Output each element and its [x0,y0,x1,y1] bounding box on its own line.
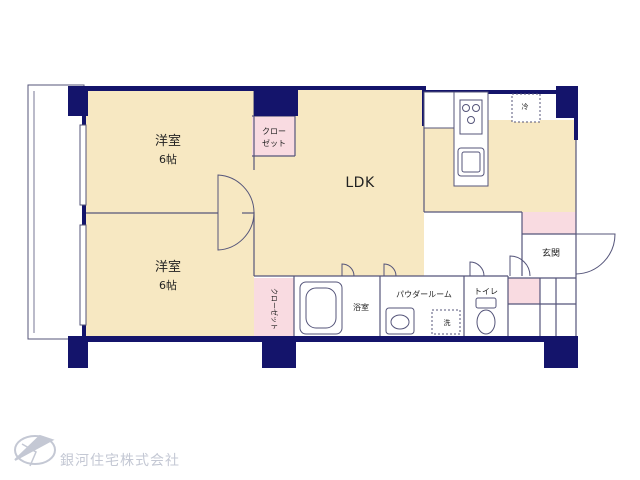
doors [217,174,616,277]
closet-bottom-floor [254,278,294,340]
toilet-label: トイレ [474,287,498,296]
washer-label: 洗 [443,319,451,327]
entrance-label: 玄関 [541,249,560,259]
closet-top-floor [252,116,295,156]
ldk-floor-right [424,120,576,212]
bedroom-top-size: 6帖 [159,153,177,166]
powder-room-label: パウダールーム [396,290,452,299]
bathroom-label: 浴室 [353,303,369,312]
kitchen-counter [423,91,541,187]
closet-top-label-1: クロー [262,127,286,136]
floor-areas [84,88,576,340]
bedroom-top-floor [84,88,254,213]
outer-walls [68,86,578,368]
company-name: 銀河住宅株式会社 [60,453,180,469]
fridge-label: 冷 [521,103,529,111]
closet-top-label-2: ゼット [262,139,286,148]
balcony-windows [79,124,87,326]
bedroom-bottom-size: 6帖 [159,279,177,292]
closet-bottom-label: クローゼット [270,288,278,330]
bedroom-top-label: 洋室 [154,134,181,149]
ldk-label: LDK [345,175,375,191]
shooting-star-logo-icon [14,434,56,467]
entrance-step-floor [522,212,576,234]
hall-floor [508,278,540,304]
balcony [27,84,85,340]
bedroom-bottom-floor [84,213,254,339]
bath-fixtures [299,281,497,335]
interior-walls [84,88,577,340]
bedroom-bottom-label: 洋室 [154,260,181,275]
